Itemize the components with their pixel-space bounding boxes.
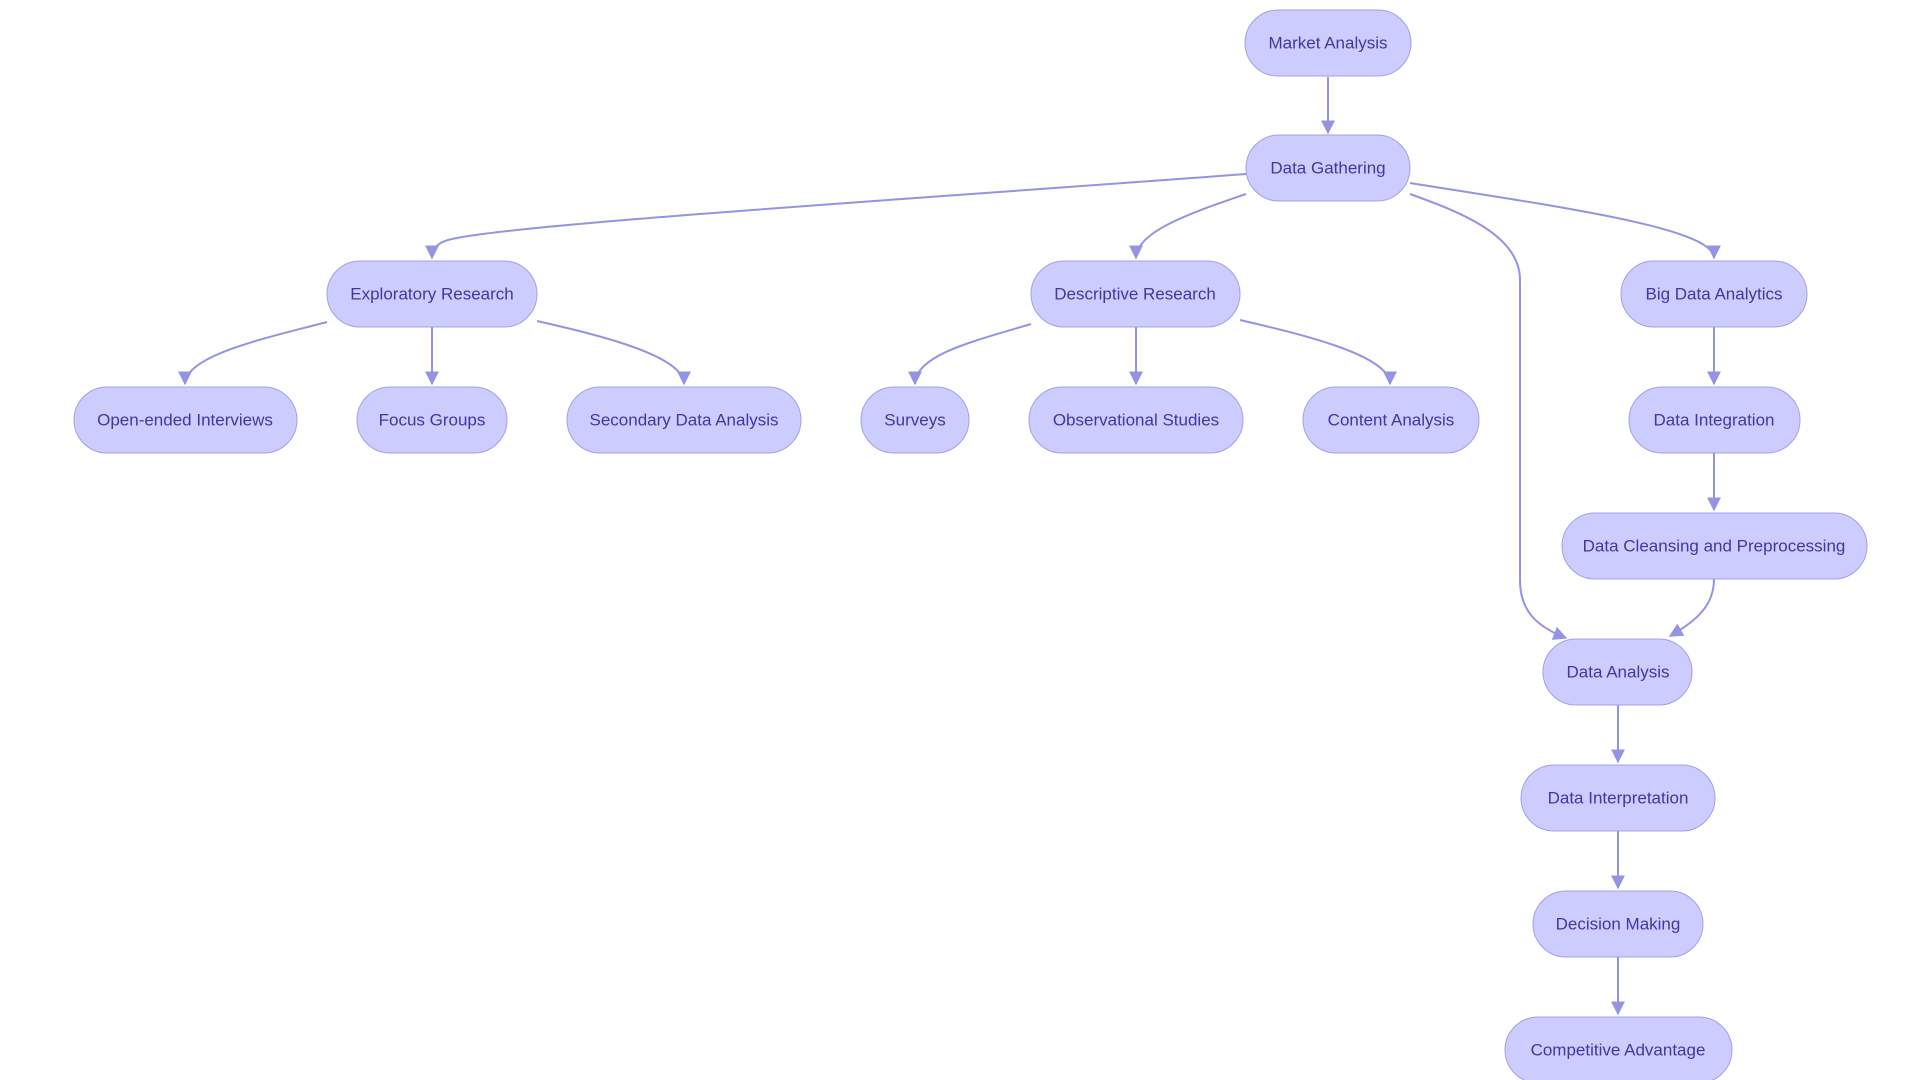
edge-data-gathering-to-big-data-analytics — [1409, 182, 1721, 260]
node-data-integration[interactable]: Data Integration — [1628, 386, 1801, 454]
node-content-analysis[interactable]: Content Analysis — [1302, 386, 1480, 454]
node-focus-groups[interactable]: Focus Groups — [356, 386, 508, 454]
node-label: Data Interpretation — [1548, 789, 1689, 808]
node-observational-studies[interactable]: Observational Studies — [1028, 386, 1244, 454]
node-label: Exploratory Research — [350, 285, 513, 304]
node-market-analysis[interactable]: Market Analysis — [1244, 9, 1412, 77]
node-data-analysis[interactable]: Data Analysis — [1542, 638, 1693, 706]
node-label: Data Gathering — [1270, 159, 1385, 178]
edge-descriptive-research-to-content-analysis — [1239, 319, 1397, 386]
node-label: Surveys — [884, 411, 945, 430]
edge-descriptive-research-to-surveys — [908, 323, 1032, 386]
node-label: Observational Studies — [1053, 411, 1219, 430]
nodes: Market Analysis Data Gathering Explorato… — [73, 9, 1868, 1080]
node-decision-making[interactable]: Decision Making — [1532, 890, 1704, 958]
node-label: Secondary Data Analysis — [590, 411, 779, 430]
node-label: Competitive Advantage — [1531, 1041, 1706, 1060]
edge-data-gathering-to-exploratory-research — [425, 173, 1247, 260]
node-label: Open-ended Interviews — [97, 411, 273, 430]
node-label: Data Integration — [1654, 411, 1775, 430]
edge-exploratory-research-to-open-ended-interviews — [178, 321, 328, 386]
node-open-ended-interviews[interactable]: Open-ended Interviews — [73, 386, 298, 454]
node-secondary-data-analysis[interactable]: Secondary Data Analysis — [566, 386, 802, 454]
node-data-gathering[interactable]: Data Gathering — [1245, 134, 1411, 202]
node-label: Content Analysis — [1328, 411, 1455, 430]
node-label: Focus Groups — [379, 411, 486, 430]
node-big-data-analytics[interactable]: Big Data Analytics — [1620, 260, 1808, 328]
node-label: Descriptive Research — [1054, 285, 1216, 304]
node-label: Data Cleansing and Preprocessing — [1583, 537, 1846, 556]
node-descriptive-research[interactable]: Descriptive Research — [1030, 260, 1241, 328]
node-label: Data Analysis — [1567, 663, 1670, 682]
node-data-cleansing[interactable]: Data Cleansing and Preprocessing — [1561, 512, 1868, 580]
edges — [178, 77, 1721, 1016]
edge-data-gathering-to-descriptive-research — [1129, 193, 1247, 260]
node-competitive-advantage[interactable]: Competitive Advantage — [1504, 1016, 1733, 1080]
edge-exploratory-research-to-secondary-data-analysis — [536, 320, 691, 386]
node-label: Market Analysis — [1268, 34, 1387, 53]
node-label: Decision Making — [1556, 915, 1681, 934]
node-data-interpretation[interactable]: Data Interpretation — [1520, 764, 1716, 832]
node-exploratory-research[interactable]: Exploratory Research — [326, 260, 538, 328]
edge-data-cleansing-to-data-analysis — [1668, 578, 1715, 637]
edge-data-gathering-to-data-analysis — [1409, 193, 1568, 640]
node-surveys[interactable]: Surveys — [860, 386, 970, 454]
node-label: Big Data Analytics — [1645, 285, 1782, 304]
